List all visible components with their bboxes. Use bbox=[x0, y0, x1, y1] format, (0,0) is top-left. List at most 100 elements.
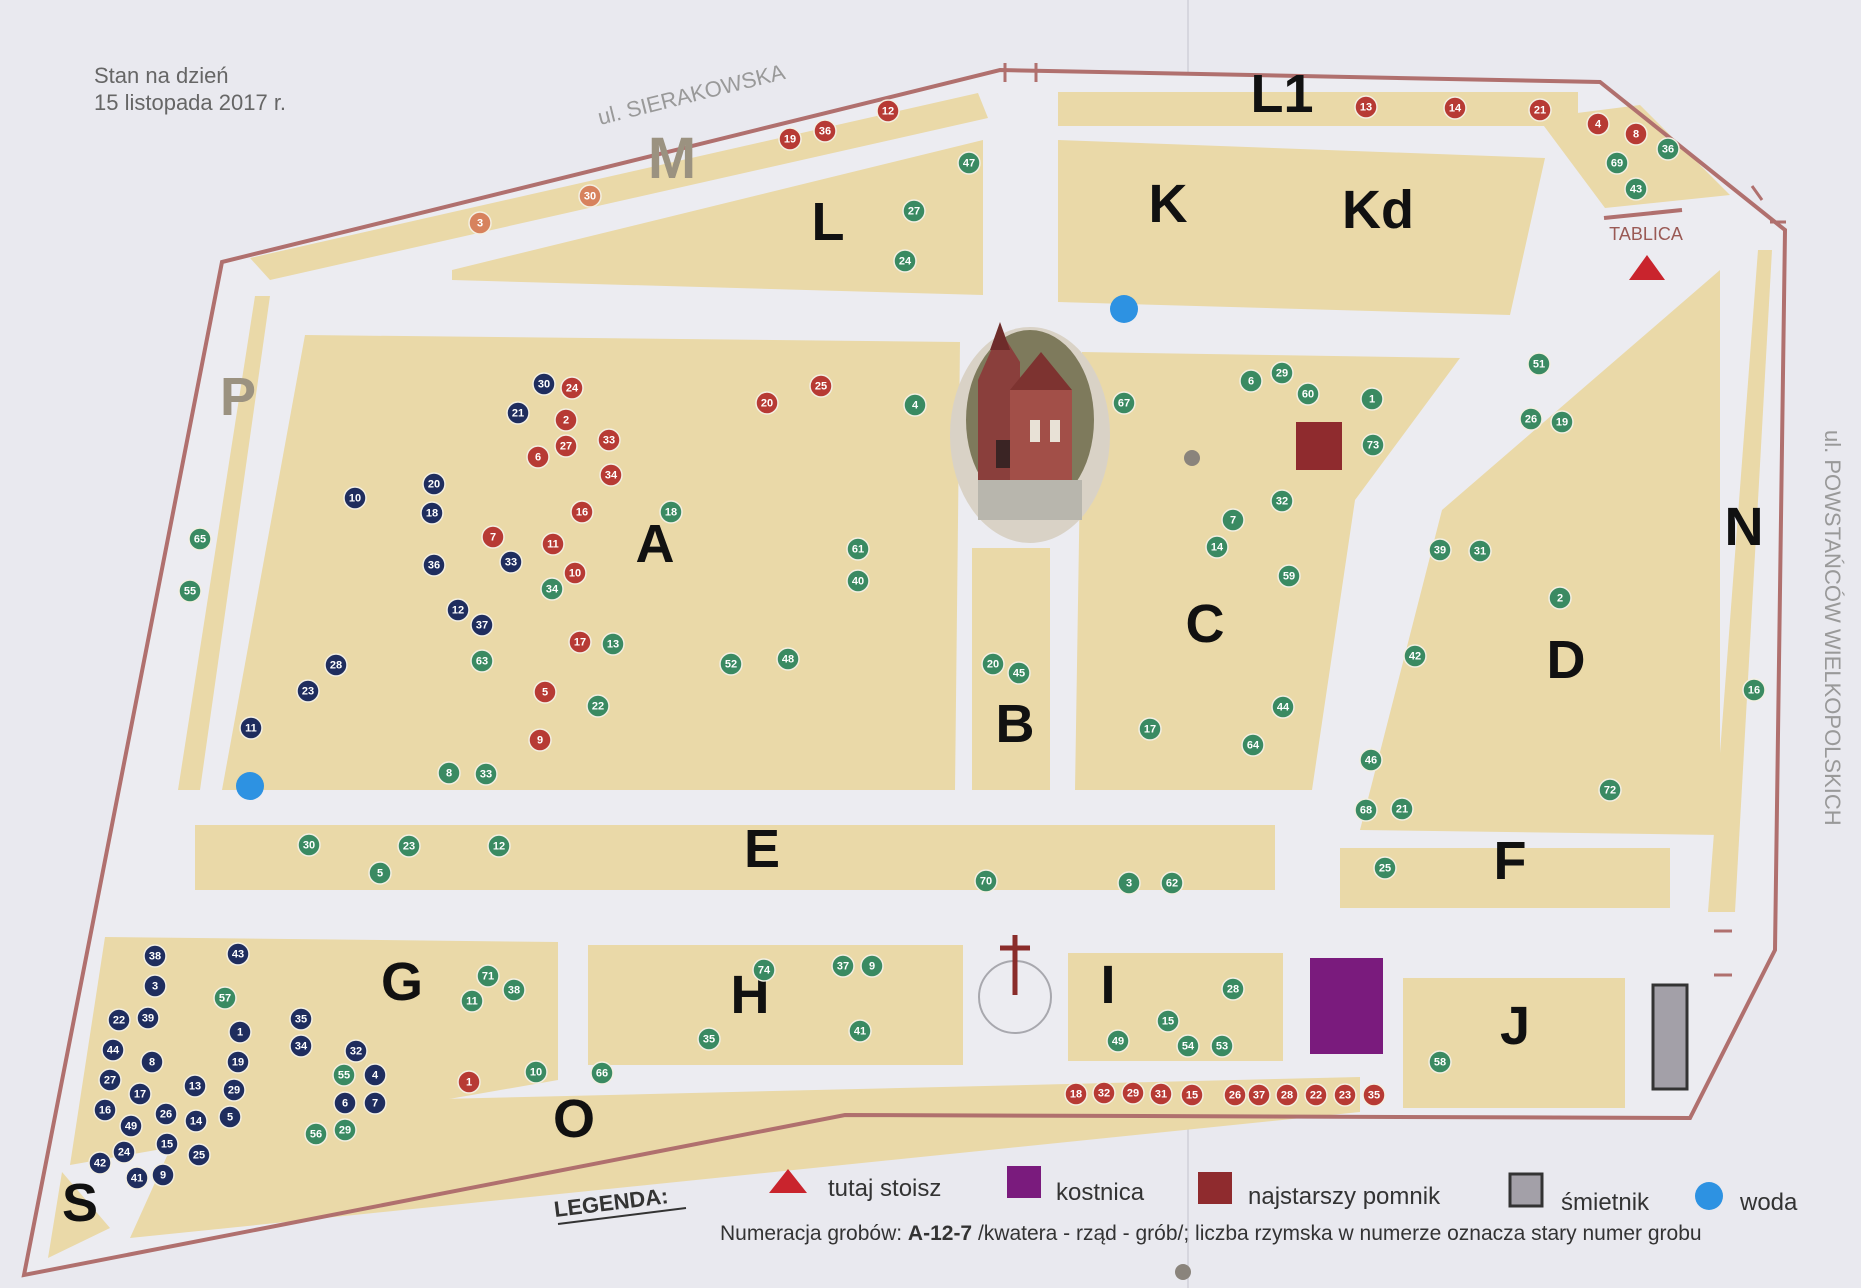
grave-marker: 26 bbox=[154, 1102, 178, 1126]
grave-dot bbox=[1428, 538, 1452, 562]
grave-number: 16 bbox=[1748, 685, 1760, 697]
grave-dot bbox=[499, 550, 523, 574]
church-yard bbox=[978, 480, 1082, 520]
church-spire bbox=[990, 322, 1010, 350]
note-prefix: Numeracja grobów: bbox=[720, 1222, 908, 1245]
grave-dot bbox=[570, 500, 594, 524]
grave-marker: 12 bbox=[876, 99, 900, 123]
legend-blue-dot-icon bbox=[1695, 1182, 1723, 1210]
legend-title-underline bbox=[557, 1207, 687, 1225]
grave-marker: 55 bbox=[332, 1063, 356, 1087]
grave-dot bbox=[1360, 387, 1384, 411]
grave-number: 19 bbox=[784, 134, 796, 146]
grave-dot bbox=[860, 954, 884, 978]
grave-number: 30 bbox=[584, 191, 596, 203]
grave-marker: 43 bbox=[226, 942, 250, 966]
grave-dot bbox=[506, 401, 530, 425]
grave-number: 25 bbox=[815, 381, 827, 393]
section-label-o: O bbox=[553, 1089, 595, 1149]
grave-number: 7 bbox=[490, 532, 496, 544]
grave-dot bbox=[1362, 1083, 1386, 1107]
section-label-g: G bbox=[381, 952, 423, 1012]
grave-dot bbox=[178, 579, 202, 603]
grave-number: 19 bbox=[1556, 417, 1568, 429]
grave-dot bbox=[470, 613, 494, 637]
grave-number: 9 bbox=[869, 961, 875, 973]
grave-number: 21 bbox=[1534, 105, 1546, 117]
grave-dot bbox=[481, 525, 505, 549]
grave-dot bbox=[1443, 96, 1467, 120]
note-rest: /kwatera - rząd - grób/; liczba rzymska … bbox=[972, 1222, 1701, 1245]
oldest-monument-square bbox=[1296, 422, 1342, 470]
grave-number: 3 bbox=[477, 218, 483, 230]
grave-marker: 19 bbox=[778, 127, 802, 151]
grave-marker: 25 bbox=[809, 374, 833, 398]
grave-number: 45 bbox=[1013, 668, 1025, 680]
grave-number: 20 bbox=[761, 398, 773, 410]
grave-number: 11 bbox=[245, 723, 257, 735]
grave-dot bbox=[125, 1166, 149, 1190]
grave-marker: 9 bbox=[860, 954, 884, 978]
grave-dot bbox=[363, 1063, 387, 1087]
grave-number: 59 bbox=[1283, 571, 1295, 583]
grave-number: 37 bbox=[1253, 1090, 1265, 1102]
grave-marker: 68 bbox=[1354, 798, 1378, 822]
grave-dot bbox=[1221, 977, 1245, 1001]
grave-dot bbox=[213, 986, 237, 1010]
section-label-n: N bbox=[1725, 497, 1764, 557]
grave-number: 27 bbox=[104, 1075, 116, 1087]
grave-marker: 6 bbox=[526, 445, 550, 469]
grave-number: 63 bbox=[476, 656, 488, 668]
grave-marker: 3 bbox=[143, 974, 167, 998]
legend-label-here: tutaj stoisz bbox=[828, 1175, 941, 1202]
section-label-a: A bbox=[636, 514, 675, 574]
grave-number: 70 bbox=[980, 876, 992, 888]
grave-marker: 40 bbox=[846, 569, 870, 593]
grave-dot bbox=[1359, 748, 1383, 772]
grave-dot bbox=[1468, 539, 1492, 563]
grave-marker: 2 bbox=[554, 408, 578, 432]
section-label-j: J bbox=[1500, 996, 1530, 1056]
grave-dot bbox=[1296, 382, 1320, 406]
plot-p bbox=[178, 296, 270, 790]
grave-dot bbox=[1277, 564, 1301, 588]
grave-number: 3 bbox=[1126, 878, 1132, 890]
grave-marker: 29 bbox=[222, 1078, 246, 1102]
grave-marker: 18 bbox=[659, 500, 683, 524]
grave-dot bbox=[1742, 678, 1766, 702]
grave-number: 24 bbox=[899, 256, 912, 268]
grave-marker: 18 bbox=[420, 501, 444, 525]
grave-number: 35 bbox=[703, 1034, 715, 1046]
legend-triangle-icon bbox=[769, 1169, 807, 1193]
date-line-2: 15 listopada 2017 r. bbox=[94, 90, 286, 115]
legend-grey-square-icon bbox=[1508, 1172, 1544, 1208]
grave-dot bbox=[902, 199, 926, 223]
grave-dot bbox=[183, 1074, 207, 1098]
plot-i bbox=[1068, 953, 1283, 1061]
grave-marker: 30 bbox=[297, 833, 321, 857]
grave-number: 3 bbox=[152, 981, 158, 993]
grave-number: 1 bbox=[1369, 394, 1375, 406]
grave-marker: 54 bbox=[1176, 1034, 1200, 1058]
section-label-c: C bbox=[1186, 594, 1225, 654]
grave-dot bbox=[1239, 369, 1263, 393]
plot-l1 bbox=[1058, 92, 1578, 126]
grave-marker: 21 bbox=[1528, 98, 1552, 122]
grave-dot bbox=[332, 1063, 356, 1087]
grave-marker: 36 bbox=[422, 553, 446, 577]
grave-dot bbox=[289, 1007, 313, 1031]
grave-dot bbox=[154, 1102, 178, 1126]
grave-dot bbox=[363, 1091, 387, 1115]
section-label-i: I bbox=[1100, 955, 1115, 1015]
grave-dot bbox=[1390, 797, 1414, 821]
grave-dot bbox=[140, 1050, 164, 1074]
section-label-s: S bbox=[62, 1173, 98, 1233]
grave-number: 1 bbox=[466, 1077, 472, 1089]
grave-marker: 60 bbox=[1296, 382, 1320, 406]
grave-dot bbox=[540, 577, 564, 601]
grave-dot bbox=[1117, 871, 1141, 895]
grave-marker: 5 bbox=[533, 680, 557, 704]
grave-marker: 1 bbox=[457, 1070, 481, 1094]
grave-number: 39 bbox=[142, 1013, 154, 1025]
